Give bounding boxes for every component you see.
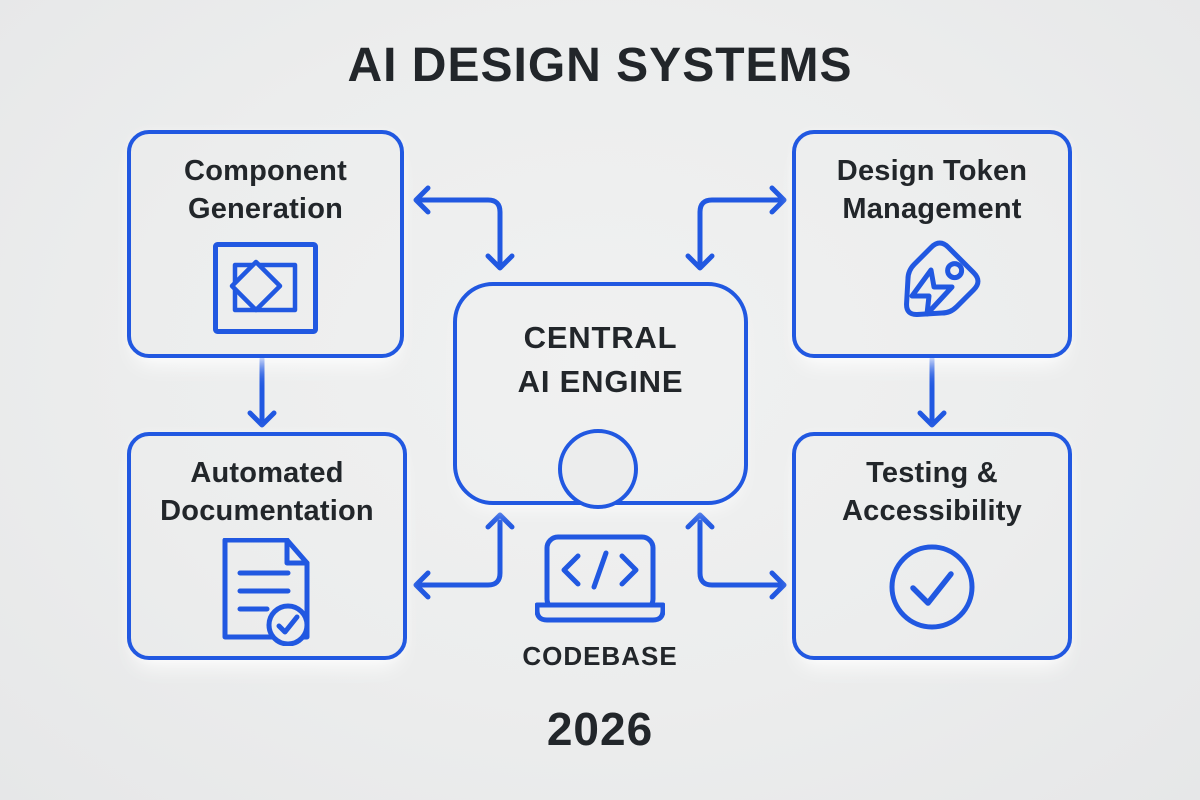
node-design-token-management: Design Token Management xyxy=(792,130,1072,358)
year-label: 2026 xyxy=(546,703,654,755)
codebase-figure xyxy=(534,534,666,629)
node-label: Component Generation xyxy=(184,155,347,225)
node-testing-accessibility: Testing & Accessibility xyxy=(792,432,1072,660)
arrow-component-to-documentation xyxy=(247,356,277,428)
arrow-engine-documentation xyxy=(413,512,515,600)
arrow-engine-testing xyxy=(685,512,787,600)
port-circle-icon xyxy=(558,429,638,509)
node-automated-documentation: Automated Documentation xyxy=(127,432,407,660)
node-label: Testing & Accessibility xyxy=(842,457,1022,527)
node-component-generation: Component Generation xyxy=(127,130,404,358)
arrow-design-token-to-testing xyxy=(917,356,947,428)
square-diamond-icon xyxy=(213,242,318,334)
node-label: Design Token Management xyxy=(836,155,1028,225)
check-circle-icon xyxy=(889,544,975,630)
document-check-icon xyxy=(222,538,310,646)
page-title: AI DESIGN SYSTEMS xyxy=(347,39,853,92)
arrow-engine-component xyxy=(413,185,515,271)
tag-lightning-icon xyxy=(904,240,981,317)
node-label: Automated Documentation xyxy=(160,457,374,527)
codebase-label: CODEBASE xyxy=(522,641,678,671)
laptop-code-icon xyxy=(534,534,666,623)
arrow-engine-design-token xyxy=(685,185,787,271)
center-node-label: CENTRAL AI ENGINE xyxy=(517,320,684,399)
node-central-ai-engine: CENTRAL AI ENGINE xyxy=(453,282,748,505)
